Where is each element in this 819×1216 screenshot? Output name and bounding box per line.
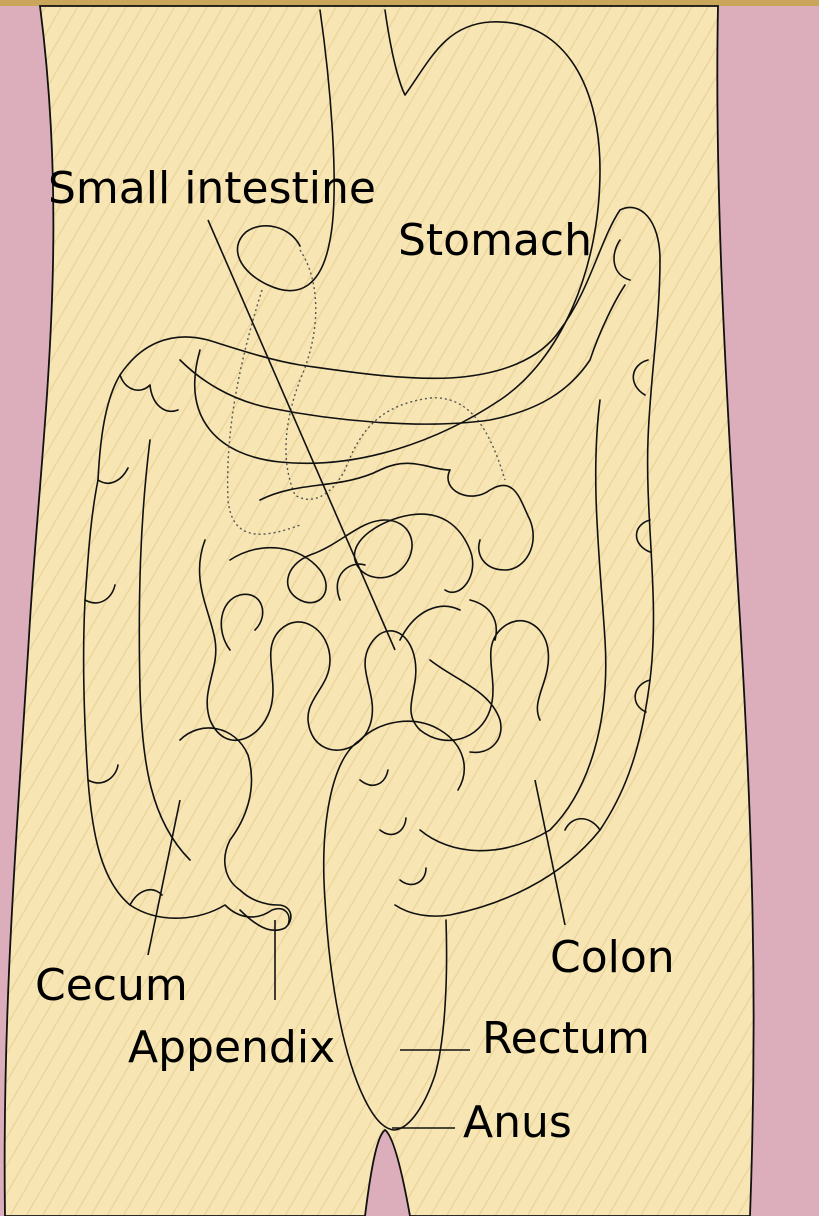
label-rectum: Rectum (482, 1013, 650, 1064)
label-cecum: Cecum (35, 960, 188, 1011)
label-stomach: Stomach (398, 215, 592, 266)
label-small-intestine: Small intestine (48, 163, 376, 214)
label-colon: Colon (550, 932, 675, 983)
label-appendix: Appendix (128, 1022, 335, 1073)
label-anus: Anus (463, 1097, 572, 1148)
